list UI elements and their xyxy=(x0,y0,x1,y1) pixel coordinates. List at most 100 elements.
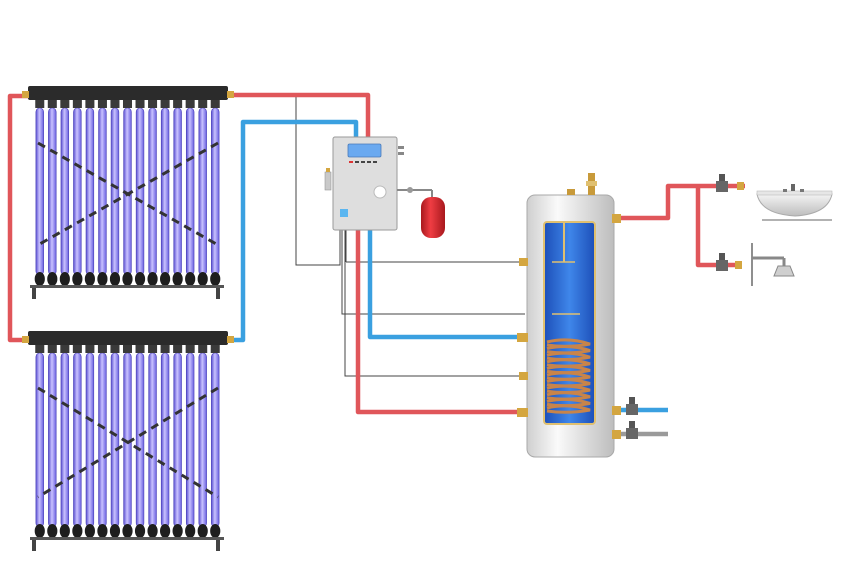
cold-pipe-to-tank xyxy=(367,230,522,340)
tube-end-cap xyxy=(185,524,196,538)
tube-collar xyxy=(135,345,145,353)
tube-collar xyxy=(135,100,145,108)
evacuated-tube xyxy=(185,352,195,528)
hot-pipe-return-to-coil xyxy=(355,230,522,415)
tube-end-cap xyxy=(160,524,171,538)
tube-end-cap xyxy=(59,272,70,286)
tube-end-cap xyxy=(47,272,58,286)
tube-end-cap xyxy=(72,524,83,538)
tube-end-cap xyxy=(122,272,133,286)
tube-collar xyxy=(85,100,95,108)
faucet-icon xyxy=(791,184,795,191)
tube-collar xyxy=(185,345,195,353)
tube-end-cap xyxy=(34,272,45,286)
tube-end-cap xyxy=(97,272,108,286)
tube-end-cap xyxy=(109,524,121,538)
hot-pipe-collector-link xyxy=(7,93,28,343)
drain-valve xyxy=(626,421,638,439)
evacuated-tube xyxy=(110,352,120,528)
frame-brace xyxy=(37,386,219,499)
cold-pipe-collector-link xyxy=(228,119,359,343)
tube-end-cap xyxy=(59,524,70,538)
evacuated-tube xyxy=(198,107,207,276)
tube-end-cap xyxy=(172,524,183,538)
tube-collar xyxy=(173,345,183,353)
tube-end-cap xyxy=(197,272,208,286)
evacuated-tube xyxy=(211,352,220,528)
tube-end-cap xyxy=(210,524,221,538)
tube-collar xyxy=(60,100,70,108)
manifold-port xyxy=(227,336,234,343)
tube-end-cap xyxy=(134,272,146,286)
tube-end-cap xyxy=(172,272,183,286)
evacuated-tube xyxy=(160,352,170,528)
evacuated-tube xyxy=(173,352,182,528)
frame-rail xyxy=(30,537,224,540)
evacuated-tube xyxy=(48,107,57,276)
sensor-wires xyxy=(228,94,525,377)
controller-indicator xyxy=(340,209,348,217)
sink xyxy=(756,184,833,221)
frame-leg xyxy=(32,285,36,299)
evacuated-tube xyxy=(35,107,44,276)
solar-collector-lower xyxy=(22,331,234,551)
tube-collar xyxy=(185,100,195,108)
evacuated-tube xyxy=(60,352,70,528)
evacuated-tube xyxy=(198,352,207,528)
evacuated-tube xyxy=(185,107,195,276)
tube-collar xyxy=(210,345,220,353)
tube-collar xyxy=(110,345,120,353)
tube-collar xyxy=(85,345,95,353)
hot-pipe-flow xyxy=(228,92,371,137)
expansion-vessel xyxy=(397,187,445,238)
tube-collar xyxy=(35,100,45,108)
tube-end-cap xyxy=(34,524,45,538)
evacuated-tube xyxy=(60,107,70,276)
manifold-port xyxy=(227,91,234,98)
tube-collar xyxy=(35,345,45,353)
tube-collar xyxy=(148,100,158,108)
tube-collar xyxy=(122,345,133,353)
tank-middle-sensor-wire xyxy=(341,230,525,315)
tube-collar xyxy=(60,345,70,353)
shower-head-icon xyxy=(773,265,795,277)
tank-port-fittings xyxy=(517,214,621,439)
tank-bottom-sensor-wire xyxy=(344,230,525,377)
solar-controller xyxy=(324,136,404,231)
tube-collar xyxy=(122,100,133,108)
tube-end-cap xyxy=(84,524,95,538)
manifold-port xyxy=(22,336,29,343)
evacuated-tube xyxy=(98,352,107,528)
tube-collar xyxy=(97,100,107,108)
frame-leg xyxy=(216,537,220,551)
cold-inlet-valve xyxy=(626,397,638,415)
tube-end-cap xyxy=(147,272,158,286)
tube-collar xyxy=(72,345,82,353)
valves xyxy=(626,174,744,439)
evacuated-tube xyxy=(85,352,95,528)
evacuated-tube xyxy=(73,107,82,276)
tube-collar xyxy=(47,100,57,108)
manifold-port xyxy=(22,91,29,98)
hot-water-outlet-pipe xyxy=(612,183,745,221)
tube-end-cap xyxy=(72,272,83,286)
evacuated-tube xyxy=(98,107,107,276)
controller-fitting-right xyxy=(398,146,404,149)
heat-exchanger-coil xyxy=(546,338,591,414)
shower xyxy=(751,243,795,286)
controller-screen xyxy=(347,143,382,158)
tube-end-cap xyxy=(197,524,208,538)
collector-manifold xyxy=(28,86,228,100)
tube-collar xyxy=(160,100,170,108)
tube-collar xyxy=(160,345,170,353)
cold-pipes xyxy=(228,119,668,413)
frame-rail xyxy=(30,285,224,288)
tube-end-cap xyxy=(47,524,58,538)
tube-end-cap xyxy=(97,524,108,538)
coil-turn xyxy=(546,404,591,414)
tank-top-fitting xyxy=(567,189,575,195)
evacuated-tube xyxy=(135,352,145,528)
tube-end-cap xyxy=(109,272,121,286)
tube-end-cap xyxy=(84,272,95,286)
